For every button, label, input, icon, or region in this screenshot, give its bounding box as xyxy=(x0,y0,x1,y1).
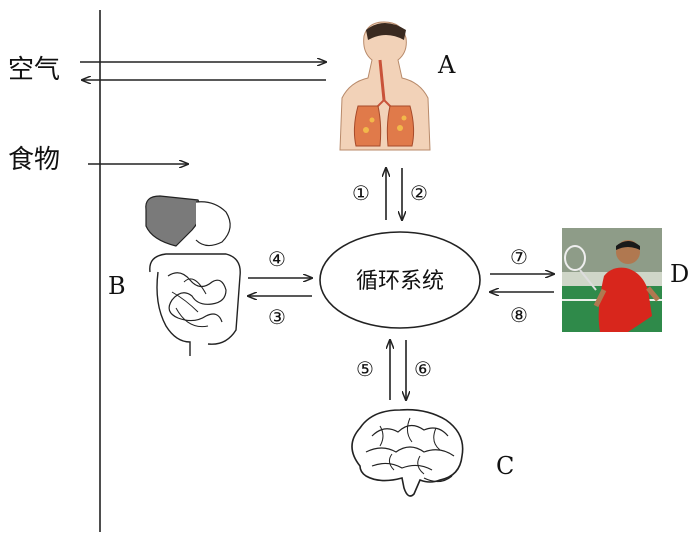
label-8: ⑧ xyxy=(510,303,528,327)
label-6: ⑥ xyxy=(414,357,432,381)
badminton-player-photo xyxy=(562,228,662,332)
label-5: ⑤ xyxy=(356,357,374,381)
label-1: ① xyxy=(352,181,370,205)
respiratory-system-icon xyxy=(340,22,430,150)
label-3: ③ xyxy=(268,305,286,329)
circulatory-system-label: 循环系统 xyxy=(356,269,444,294)
label-2: ② xyxy=(410,181,428,205)
air-label: 空气 xyxy=(8,55,60,85)
brain-icon xyxy=(352,410,463,496)
digestive-system-icon xyxy=(146,196,240,356)
organ-c-letter: C xyxy=(496,452,514,480)
label-4: ④ xyxy=(268,247,286,271)
organ-d-letter: D xyxy=(670,260,689,288)
label-7: ⑦ xyxy=(510,245,528,269)
food-label: 食物 xyxy=(8,145,60,175)
organ-a-letter: A xyxy=(437,51,456,79)
organ-b-letter: B xyxy=(108,272,126,300)
